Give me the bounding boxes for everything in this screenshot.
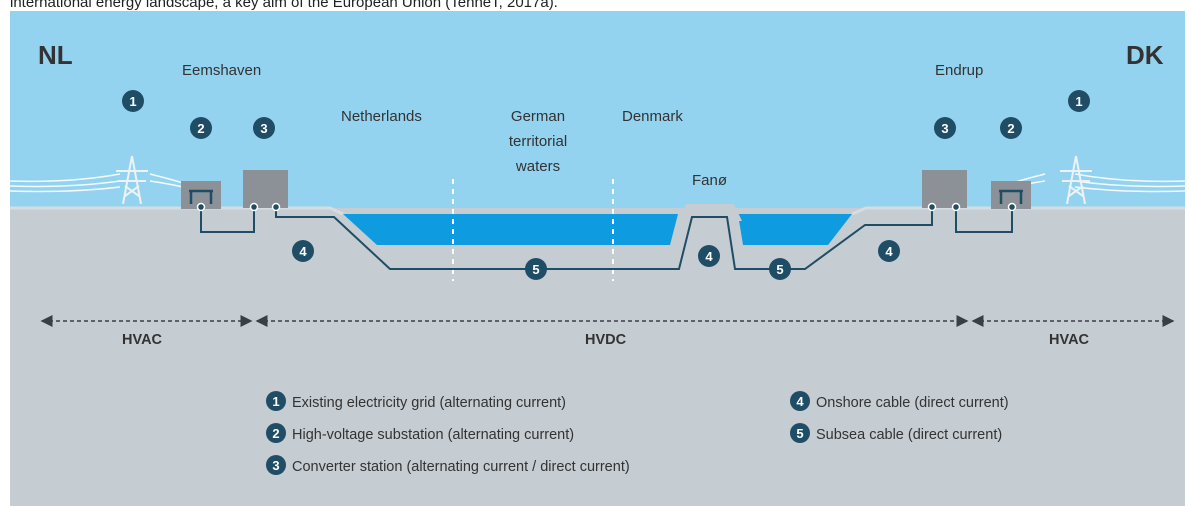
converter-station-east: [922, 170, 967, 208]
cable-diagram: NL DK Eemshaven Endrup Netherlands Germa…: [10, 11, 1185, 506]
label-german-2: territorial: [509, 133, 567, 150]
label-netherlands: Netherlands: [341, 108, 422, 125]
badge-5-sea-west: 5: [525, 258, 547, 280]
legend-text-5: Subsea cable (direct current): [816, 427, 1002, 443]
legend-text-4: Onshore cable (direct current): [816, 395, 1009, 411]
converter-station-west: [243, 170, 288, 208]
sea-channel-west: [343, 214, 678, 245]
label-hvac-east: HVAC: [1049, 332, 1090, 348]
label-hvdc: HVDC: [585, 332, 627, 348]
label-hvac-west: HVAC: [122, 332, 163, 348]
svg-text:4: 4: [796, 394, 804, 409]
label-endrup: Endrup: [935, 62, 983, 79]
svg-text:3: 3: [272, 458, 279, 473]
ground: [10, 208, 1185, 506]
svg-text:5: 5: [776, 262, 783, 277]
fano-island: [678, 204, 742, 221]
legend: 1 Existing electricity grid (alternating…: [266, 391, 1009, 475]
label-denmark: Denmark: [622, 108, 683, 125]
sky: [10, 11, 1185, 211]
badge-1-west: 1: [122, 90, 144, 112]
badge-2-east: 2: [1000, 117, 1022, 139]
legend-badge-2: 2: [266, 423, 286, 443]
pylon-east-icon: [1060, 155, 1092, 205]
legend-text-2: High-voltage substation (alternating cur…: [292, 427, 574, 443]
label-fano: Fanø: [692, 172, 727, 189]
badge-4-fano: 4: [698, 245, 720, 267]
label-german-3: waters: [515, 158, 560, 175]
badge-4-east: 4: [878, 240, 900, 262]
svg-text:5: 5: [532, 262, 539, 277]
legend-text-1: Existing electricity grid (alternating c…: [292, 395, 566, 411]
svg-text:3: 3: [260, 121, 267, 136]
legend-badge-4: 4: [790, 391, 810, 411]
cable-nodes: [196, 202, 1017, 212]
svg-text:5: 5: [796, 426, 803, 441]
legend-badge-5: 5: [790, 423, 810, 443]
seabed-profile: [10, 206, 1185, 216]
badge-3-west: 3: [253, 117, 275, 139]
pylon-west-icon: [116, 155, 148, 205]
svg-text:1: 1: [1075, 94, 1082, 109]
svg-text:1: 1: [272, 394, 279, 409]
country-dk: DK: [1126, 40, 1164, 70]
svg-text:2: 2: [272, 426, 279, 441]
badge-5-sea-east: 5: [769, 258, 791, 280]
country-nl: NL: [38, 40, 73, 70]
sea-channel-east: [738, 214, 852, 245]
label-german-1: German: [511, 108, 565, 125]
label-eemshaven: Eemshaven: [182, 62, 261, 79]
svg-text:2: 2: [1007, 121, 1014, 136]
svg-text:3: 3: [941, 121, 948, 136]
svg-text:4: 4: [885, 244, 893, 259]
svg-text:4: 4: [705, 249, 713, 264]
caption-text: international energy landscape, a key ai…: [10, 0, 558, 11]
legend-badge-3: 3: [266, 455, 286, 475]
badge-1-east: 1: [1068, 90, 1090, 112]
legend-badge-1: 1: [266, 391, 286, 411]
svg-text:4: 4: [299, 244, 307, 259]
svg-text:1: 1: [129, 94, 136, 109]
legend-text-3: Converter station (alternating current /…: [292, 459, 630, 475]
badge-2-west: 2: [190, 117, 212, 139]
badge-3-east: 3: [934, 117, 956, 139]
cable-route: [200, 208, 1013, 270]
svg-text:2: 2: [197, 121, 204, 136]
grid-lines-west: [10, 173, 184, 193]
badge-4-west: 4: [292, 240, 314, 262]
